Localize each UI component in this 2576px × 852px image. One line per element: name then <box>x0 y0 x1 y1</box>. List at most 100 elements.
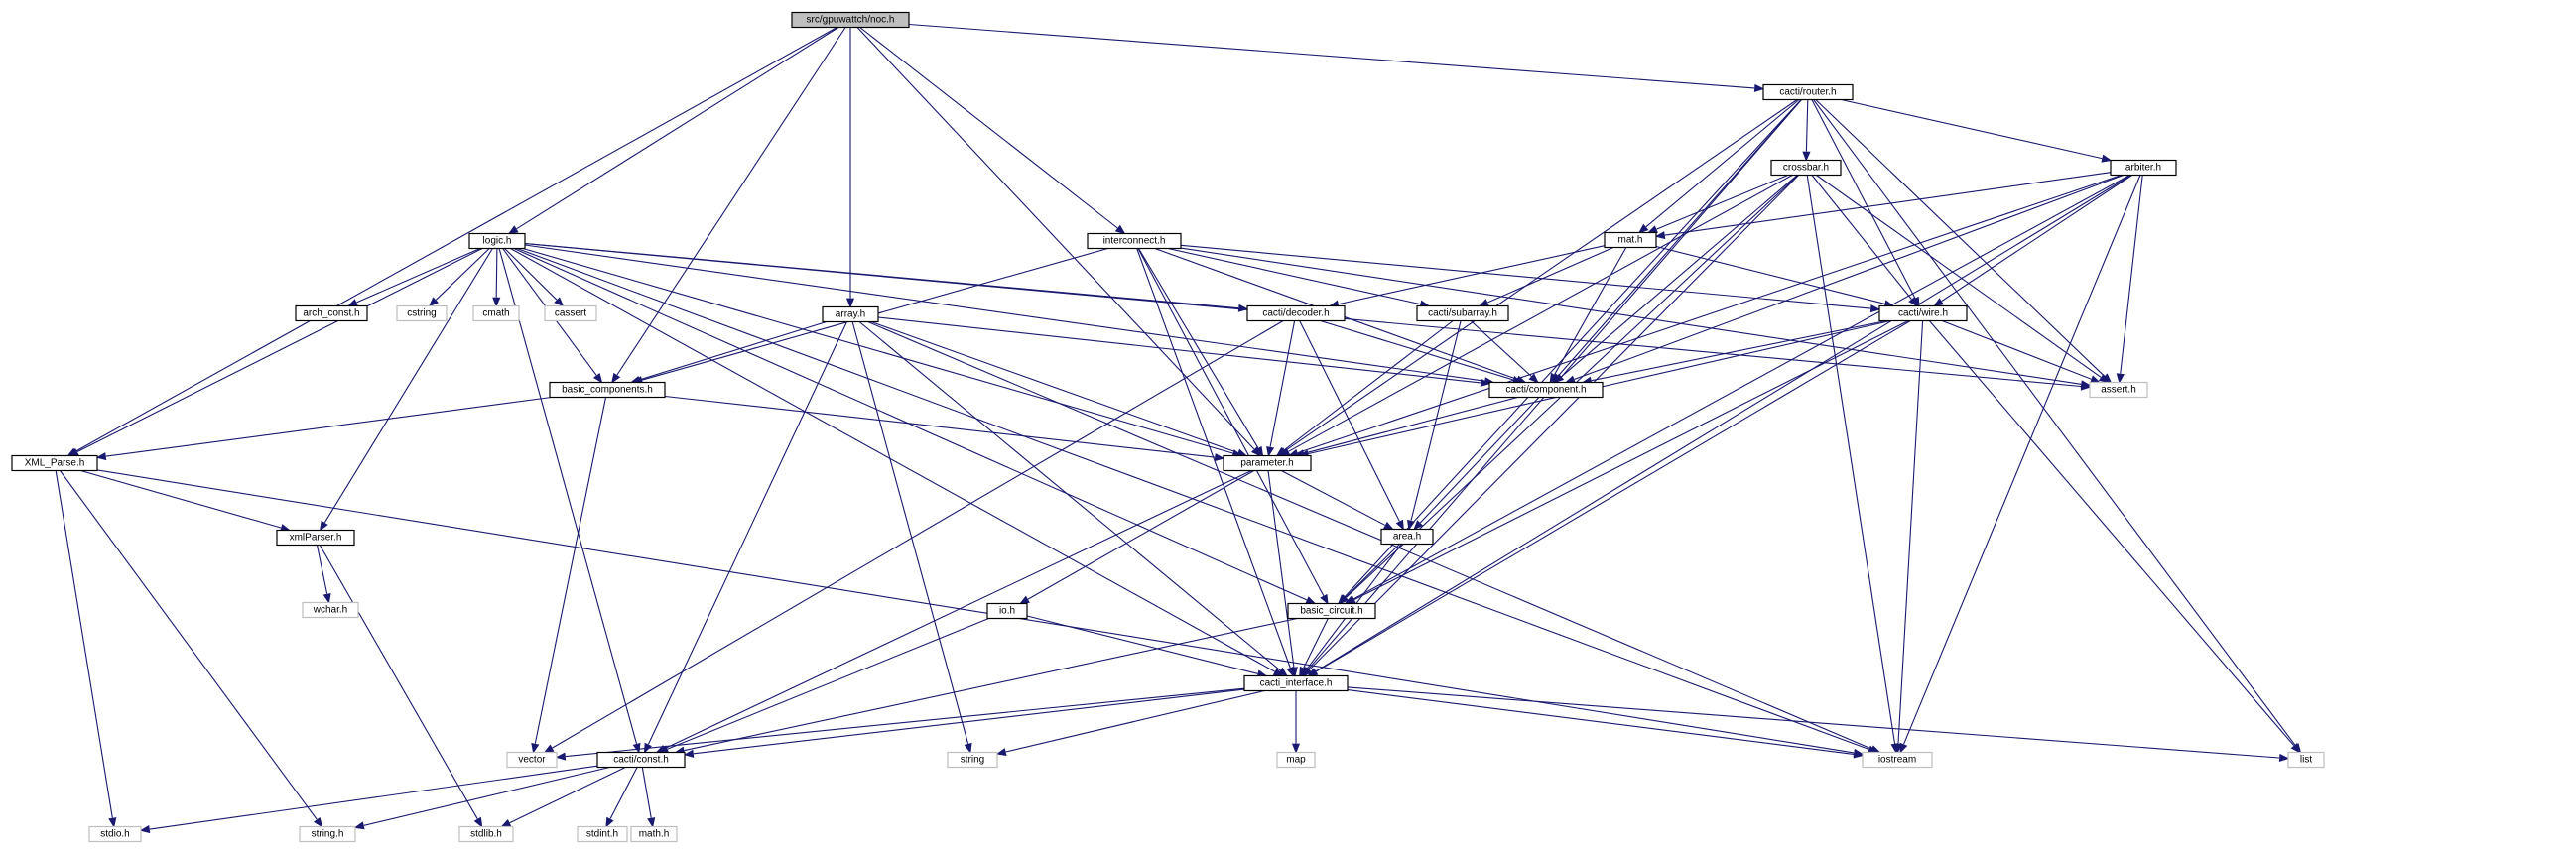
edge-logic-to-basic_circuit <box>513 247 1308 601</box>
arrowhead-logic-to-cmath <box>492 297 501 307</box>
arrowhead-mat-to-subarray <box>1478 299 1489 307</box>
node-arch_const[interactable]: arch_const.h <box>295 304 368 322</box>
edge-const-to-string_h <box>363 766 610 826</box>
node-box-arbiter <box>2110 159 2177 177</box>
node-xml_parse[interactable]: XML_Parse.h <box>11 454 98 472</box>
edge-xml_parse-to-xmlparser <box>80 469 282 529</box>
node-label-string: string <box>961 755 984 766</box>
node-subarray[interactable]: cacti/subarray.h <box>1416 304 1509 322</box>
node-box-stdlib <box>458 825 514 843</box>
arrowhead-cacti_interface-to-list <box>2278 753 2290 762</box>
edge-noc-to-router <box>908 23 1755 89</box>
edge-decoder-to-area <box>1299 320 1400 522</box>
edge-io-to-cacti_interface <box>1026 615 1258 674</box>
node-basic_circuit[interactable]: basic_circuit.h <box>1287 602 1376 620</box>
edge-noc-to-logic <box>516 27 839 230</box>
node-box-crossbar <box>1770 159 1842 177</box>
node-noc[interactable]: src/gpuwattch/noc.h <box>791 11 910 29</box>
arrowhead-arbiter-to-component <box>1564 375 1576 384</box>
edge-wire-to-cacti_interface <box>1316 320 1911 672</box>
edge-parameter-to-io <box>1027 470 1255 600</box>
edge-cacti_interface-to-const <box>693 688 1245 755</box>
edge-interconnect-to-wire <box>1180 244 1871 309</box>
node-arbiter[interactable]: arbiter.h <box>2110 159 2177 177</box>
edge-arbiter-to-parameter <box>1297 174 2122 454</box>
node-label-logic: logic.h <box>483 236 512 247</box>
node-stdint: stdint.h <box>577 825 628 843</box>
edge-subarray-to-area <box>1410 320 1462 521</box>
edge-wire-to-iostream <box>1897 320 1924 744</box>
node-box-const <box>596 751 686 769</box>
edge-array-to-cacti_interface <box>858 321 1281 671</box>
node-component[interactable]: cacti/component.h <box>1488 381 1604 399</box>
node-box-string <box>947 751 998 769</box>
node-label-wire: cacti/wire.h <box>1898 308 1948 319</box>
arrowhead-mat-to-component <box>1549 372 1559 384</box>
node-parameter[interactable]: parameter.h <box>1223 454 1312 472</box>
node-label-map: map <box>1286 755 1306 766</box>
arrowhead-noc-to-router <box>1753 83 1765 92</box>
arrowhead-decoder-to-parameter <box>1266 446 1275 457</box>
node-box-stdio <box>88 825 142 843</box>
edge-interconnect-to-basic_circuit <box>1137 248 1325 596</box>
node-logic[interactable]: logic.h <box>468 232 526 250</box>
edge-array-to-basic_components <box>639 320 827 381</box>
node-router[interactable]: cacti/router.h <box>1762 83 1854 101</box>
edge-basic_components-to-xml_parse <box>105 396 552 457</box>
edge-xmlparser-to-stdlib <box>319 545 478 819</box>
node-box-wchar <box>302 601 359 619</box>
node-wire[interactable]: cacti/wire.h <box>1878 304 1968 322</box>
node-label-const: cacti/const.h <box>613 755 669 766</box>
node-box-map <box>1276 751 1316 769</box>
arrowhead-cacti_interface-to-const <box>683 749 695 758</box>
node-wchar: wchar.h <box>302 601 359 619</box>
node-label-noc: src/gpuwattch/noc.h <box>807 15 895 26</box>
arrowhead-const-to-string_h <box>353 821 365 830</box>
arrowhead-array-to-iostream <box>1869 745 1881 754</box>
edge-mat-to-wire <box>1655 245 1885 304</box>
arrowhead-logic-to-const <box>632 742 641 754</box>
node-label-router: cacti/router.h <box>1779 87 1836 98</box>
arrowhead-const-to-math_h <box>647 817 656 828</box>
arrowhead-logic-to-xmlparser <box>319 520 328 532</box>
node-assert: assert.h <box>2089 381 2148 399</box>
edge-cacti_interface-to-vector <box>565 687 1245 758</box>
node-label-vector: vector <box>518 755 546 766</box>
node-box-string_h <box>299 825 356 843</box>
edge-wire-to-basic_circuit <box>1353 320 1909 600</box>
node-const[interactable]: cacti/const.h <box>596 751 686 769</box>
edge-wire-to-component <box>1591 319 1887 382</box>
edge-basic_components-to-parameter <box>664 395 1216 458</box>
node-xmlparser[interactable]: xmlParser.h <box>276 529 355 547</box>
arrowhead-arbiter-to-iostream <box>1899 742 1908 754</box>
node-label-arbiter: arbiter.h <box>2125 163 2161 174</box>
node-basic_components[interactable]: basic_components.h <box>549 381 666 399</box>
node-decoder[interactable]: cacti/decoder.h <box>1246 304 1346 322</box>
edge-cacti_interface-to-list <box>1347 686 2280 759</box>
edge-parameter-to-const <box>664 470 1252 750</box>
node-box-parameter <box>1223 454 1312 472</box>
edge-crossbar-to-mat <box>1656 174 1789 230</box>
edge-noc-to-interconnect <box>859 27 1118 229</box>
node-string_h: string.h <box>299 825 356 843</box>
edge-crossbar-to-iostream <box>1806 175 1896 744</box>
edge-cacti_interface-to-string <box>1005 689 1265 753</box>
node-vector: vector <box>506 751 558 769</box>
node-cacti_interface[interactable]: cacti_interface.h <box>1243 674 1349 692</box>
node-label-basic_circuit: basic_circuit.h <box>1300 606 1362 617</box>
node-interconnect[interactable]: interconnect.h <box>1087 232 1182 250</box>
node-box-xml_parse <box>11 454 98 472</box>
node-crossbar[interactable]: crossbar.h <box>1770 159 1842 177</box>
edge-xml_parse-to-stdio <box>55 470 113 818</box>
node-array[interactable]: array.h <box>822 305 879 323</box>
arrowhead-wire-to-list <box>2290 743 2301 754</box>
node-label-cmath: cmath <box>482 308 509 319</box>
node-label-decoder: cacti/decoder.h <box>1262 308 1329 319</box>
node-math_h: math.h <box>630 825 678 843</box>
edge-arbiter-to-wire <box>1941 175 2133 302</box>
node-mat[interactable]: mat.h <box>1604 231 1657 249</box>
node-box-component <box>1488 381 1604 399</box>
node-io[interactable]: io.h <box>986 602 1028 620</box>
edge-arbiter-to-mat <box>1664 172 2112 236</box>
node-area[interactable]: area.h <box>1380 528 1434 546</box>
